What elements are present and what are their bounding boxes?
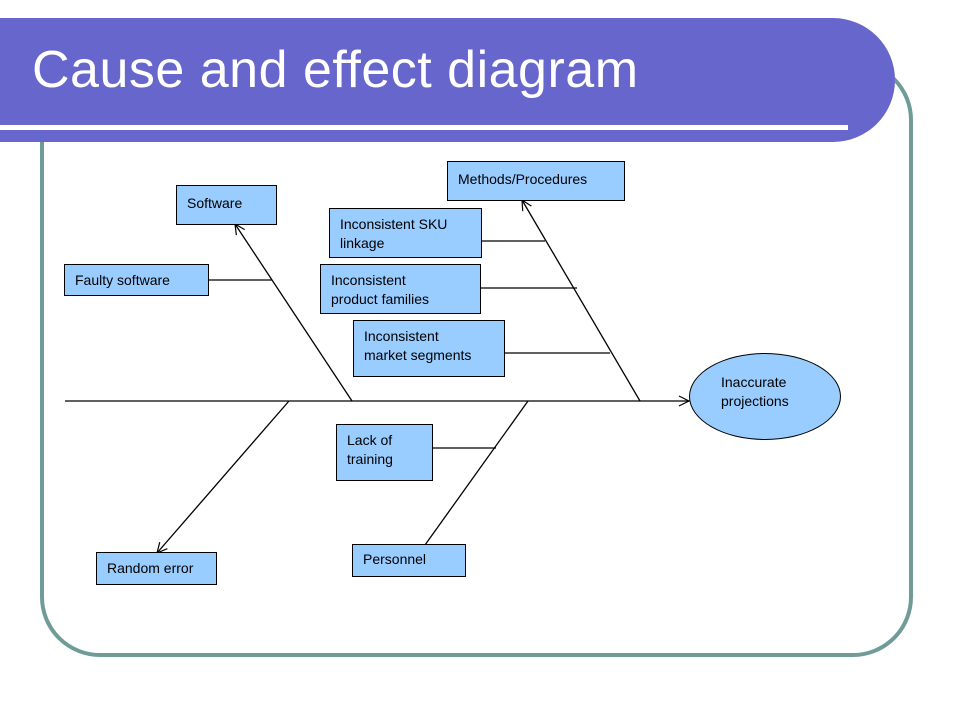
bone-software [235,224,353,402]
bone-personnel [424,400,529,546]
category-methods-procedures: Methods/Procedures [447,161,625,201]
title-underline [0,125,848,130]
cause-inconsistent-market-segments: Inconsistent market segments [353,320,505,377]
cause-inconsistent-sku-linkage: Inconsistent SKU linkage [329,208,482,258]
cause-inconsistent-product-families: Inconsistent product families [320,264,481,314]
category-random-error: Random error [96,552,217,585]
slide-title: Cause and effect diagram [32,41,639,99]
title-bar [0,18,895,142]
cause-lack-of-training: Lack of training [336,424,433,481]
effect-inaccurate-projections: Inaccurate projections [689,353,841,440]
bone-random-error [157,400,290,553]
cause-faulty-software: Faulty software [64,264,209,296]
bone-methods [522,200,641,402]
category-software: Software [176,185,277,225]
category-personnel: Personnel [352,544,466,577]
